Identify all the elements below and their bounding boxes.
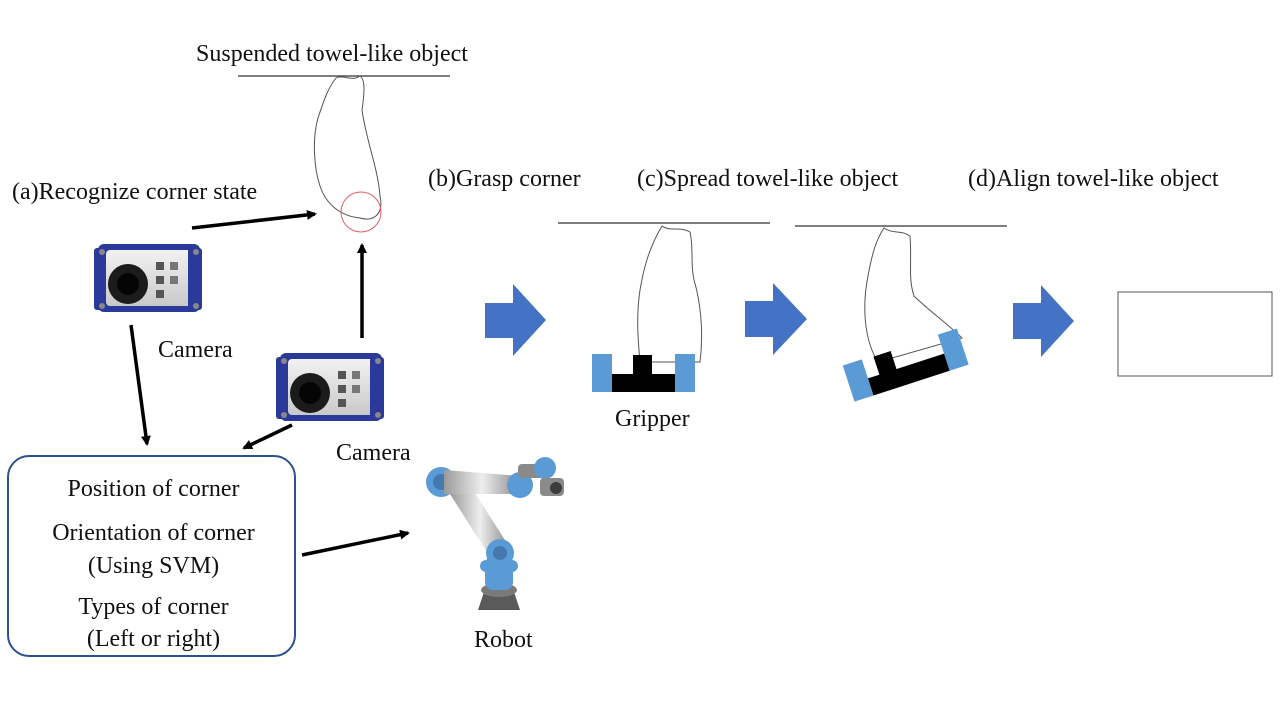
- info-svm: (Using SVM): [87, 553, 220, 579]
- arrow-box-to-robot: [301, 529, 410, 557]
- aligned-towel-rect: [1117, 291, 1273, 377]
- arrow-camera1-to-towel: [191, 209, 317, 230]
- step-c-label: (c)Spread towel-like object: [637, 166, 899, 192]
- step-d-label: (d)Align towel-like object: [968, 166, 1219, 192]
- towel-outline-b: [637, 225, 703, 363]
- camera-icon: [94, 244, 202, 312]
- towel-outline-a: [313, 75, 382, 220]
- info-types: Types of corner: [78, 594, 229, 620]
- camera-label-2: Camera: [336, 440, 411, 466]
- info-orientation: Orientation of corner: [52, 520, 255, 546]
- gripper-icon: [592, 354, 695, 392]
- corner-circle: [340, 191, 382, 233]
- step-a-label: (a)Recognize corner state: [12, 179, 258, 205]
- towel-outline-c: [864, 227, 963, 363]
- robot-label: Robot: [474, 627, 533, 653]
- camera-icon: [276, 353, 384, 421]
- flow-arrow-icon: [1013, 285, 1074, 357]
- step-b-label: (b)Grasp corner: [428, 166, 581, 192]
- arrow-camera2-to-box: [242, 423, 293, 450]
- corner-info-box: Position of corner Orientation of corner…: [7, 455, 296, 657]
- camera-label-1: Camera: [158, 337, 233, 363]
- info-position: Position of corner: [67, 476, 240, 502]
- suspended-object-label: Suspended towel-like object: [196, 41, 468, 67]
- info-left-right: (Left or right): [86, 626, 221, 652]
- gripper-label: Gripper: [615, 406, 690, 432]
- arrow-camera1-to-box: [129, 324, 151, 446]
- flow-arrow-icon: [745, 283, 807, 355]
- flow-arrow-icon: [485, 284, 546, 356]
- robot-arm-icon: [426, 457, 564, 610]
- gripper-icon: [842, 328, 969, 402]
